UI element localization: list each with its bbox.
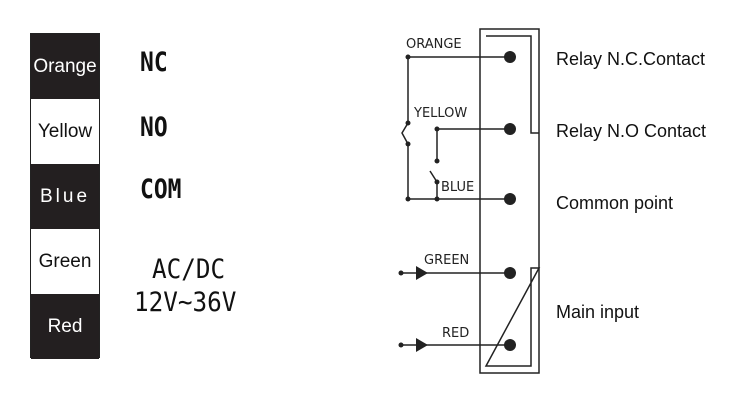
voltage-type: AC/DC — [152, 254, 226, 285]
terminal-no — [504, 123, 516, 135]
function-nc: NC — [140, 47, 168, 78]
arrow-green-icon — [416, 266, 428, 280]
wire-color-legend: Orange Yellow Blue Green Red — [30, 33, 100, 359]
desc-no: Relay N.O Contact — [556, 121, 707, 141]
desc-main-input: Main input — [556, 302, 640, 322]
desc-nc: Relay N.C.Contact — [556, 49, 706, 69]
terminal-nc — [504, 51, 516, 63]
junction-dot — [434, 179, 440, 185]
function-com: COM — [140, 174, 182, 205]
legend-cell-red: Red — [31, 294, 99, 359]
nc-switch — [401, 122, 409, 145]
terminal-com — [504, 193, 516, 205]
label-green: GREEN — [424, 253, 469, 268]
label-orange: ORANGE — [406, 37, 462, 52]
legend-cell-yellow: Yellow — [31, 99, 99, 164]
junction-dot — [434, 126, 440, 132]
terminal-red — [504, 339, 516, 351]
junction-dot — [405, 196, 411, 202]
wire-orange — [407, 56, 510, 123]
label-yellow: YELLOW — [413, 106, 467, 121]
legend-cell-green: Green — [31, 229, 99, 294]
junction-dot — [405, 54, 411, 60]
voltage-range: 12V~36V — [134, 287, 237, 318]
connector-inner-outline — [484, 35, 541, 367]
legend-cell-orange: Orange — [31, 34, 99, 99]
terminal-green — [504, 267, 516, 279]
wire-yellow — [436, 128, 510, 161]
desc-common: Common point — [556, 193, 674, 213]
function-no: NO — [140, 112, 168, 143]
connector-outer-box — [479, 28, 540, 374]
input-dot-green — [398, 270, 404, 276]
junction-dot — [405, 141, 411, 147]
junction-dot — [434, 196, 440, 202]
arrow-red-icon — [416, 338, 428, 352]
label-blue: BLUE — [441, 180, 474, 195]
input-dot-red — [398, 342, 404, 348]
legend-cell-blue: Blue — [31, 164, 99, 229]
junction-dot — [434, 158, 440, 164]
junction-dot — [405, 120, 411, 126]
label-red: RED — [442, 326, 469, 341]
